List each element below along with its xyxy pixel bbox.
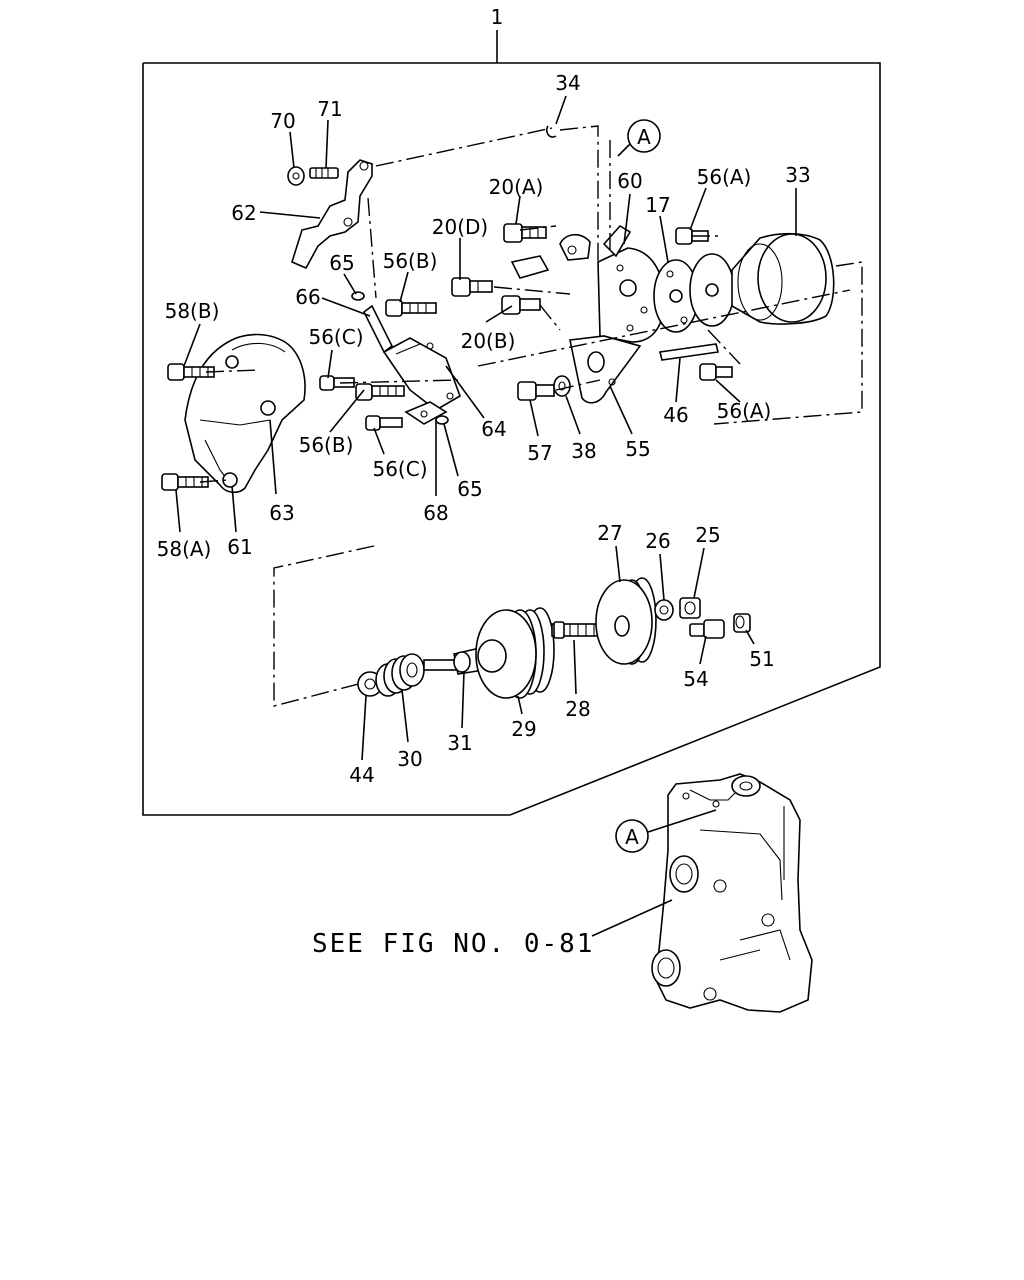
nut-part-70: [287, 166, 305, 186]
spring-part-30: [375, 653, 425, 697]
centerlines-upper: [199, 125, 863, 483]
label-71: 71: [317, 97, 342, 121]
label-58b: 58(B): [165, 299, 220, 323]
pulley-part-29: [475, 607, 555, 699]
label-57: 57: [527, 441, 552, 465]
link-part-68: [404, 401, 448, 425]
reference-a-bottom-label: A: [625, 825, 639, 849]
shaft-part-31: [423, 647, 485, 675]
label-56b-bottom: 56(B): [299, 433, 354, 457]
bolt-part-56a-bottom: [699, 363, 733, 381]
cover-part-61-63: [184, 333, 306, 494]
label-56a-bottom: 56(A): [717, 399, 772, 423]
label-56b-top: 56(B): [383, 249, 438, 273]
label-25: 25: [695, 523, 720, 547]
nut-part-26: [654, 599, 674, 621]
pulley-part-27: [595, 577, 657, 665]
reference-a-callout-bottom: A: [615, 809, 717, 853]
housing-part-60: [597, 224, 665, 343]
reference-a-callout-top: A: [617, 119, 661, 157]
label-20d: 20(D): [432, 215, 488, 239]
plate-part-20: [510, 233, 591, 279]
label-17: 17: [645, 193, 670, 217]
clip-part-34: [545, 125, 557, 138]
bolt-part-20a: [503, 223, 547, 243]
link-part-64: [382, 337, 461, 411]
bolt-part-20b: [501, 295, 541, 315]
bolt-part-56b-top: [385, 299, 437, 317]
label-68: 68: [423, 501, 448, 525]
label-28: 28: [565, 697, 590, 721]
label-64: 64: [481, 417, 506, 441]
shaft-part-46: [659, 343, 719, 361]
label-1: 1: [491, 5, 504, 29]
washer-part-38: [553, 375, 571, 397]
label-44: 44: [349, 763, 374, 787]
label-55: 55: [625, 437, 650, 461]
label-65-bottom: 65: [457, 477, 482, 501]
label-60: 60: [617, 169, 642, 193]
label-29: 29: [511, 717, 536, 741]
label-38: 38: [571, 439, 596, 463]
nut-part-25: [679, 597, 701, 619]
label-63: 63: [269, 501, 294, 525]
centerlines-lower: [273, 545, 375, 707]
label-26: 26: [645, 529, 670, 553]
label-20a: 20(A): [489, 175, 544, 199]
label-66: 66: [295, 285, 320, 309]
see-figure-note: SEE FIG NO. 0-81: [312, 929, 594, 959]
reference-a-top-label: A: [637, 125, 651, 149]
bolt-part-56c-bottom: [365, 415, 403, 431]
label-70: 70: [270, 109, 295, 133]
see-figure-leader: [591, 899, 673, 937]
label-34: 34: [555, 71, 580, 95]
label-62: 62: [231, 201, 256, 225]
lever-part-55: [569, 335, 642, 404]
assembly-frame: [142, 30, 881, 816]
label-51: 51: [749, 647, 774, 671]
label-56a-top: 56(A): [697, 165, 752, 189]
label-30: 30: [397, 747, 422, 771]
label-54: 54: [683, 667, 708, 691]
fitting-part-54: [689, 619, 725, 639]
label-61: 61: [227, 535, 252, 559]
bolt-part-58b: [167, 363, 215, 381]
label-20b: 20(B): [461, 329, 516, 353]
part-labels: 1 34 70 71 62 20(A) 60 17 56(A) 33 20(D)…: [157, 5, 811, 787]
label-27: 27: [597, 521, 622, 545]
pin-part-66: [362, 304, 394, 354]
bracket-part-62: [291, 159, 373, 270]
label-33: 33: [785, 163, 810, 187]
pump-housing-reference: [651, 773, 813, 1013]
label-46: 46: [663, 403, 688, 427]
cap-part-51: [733, 613, 751, 633]
leader-lines: [175, 95, 797, 761]
plate-part-17: [653, 259, 699, 333]
bolt-part-57: [517, 381, 555, 401]
label-56c-bottom: 56(C): [372, 457, 427, 481]
label-65-top: 65: [329, 251, 354, 275]
motor-part-33: [731, 232, 835, 325]
clip-part-65-top: [351, 291, 365, 301]
label-56c-top: 56(C): [308, 325, 363, 349]
bolt-part-20d: [451, 277, 493, 297]
bolt-part-71: [309, 167, 339, 179]
label-58a: 58(A): [157, 537, 212, 561]
label-31: 31: [447, 731, 472, 755]
